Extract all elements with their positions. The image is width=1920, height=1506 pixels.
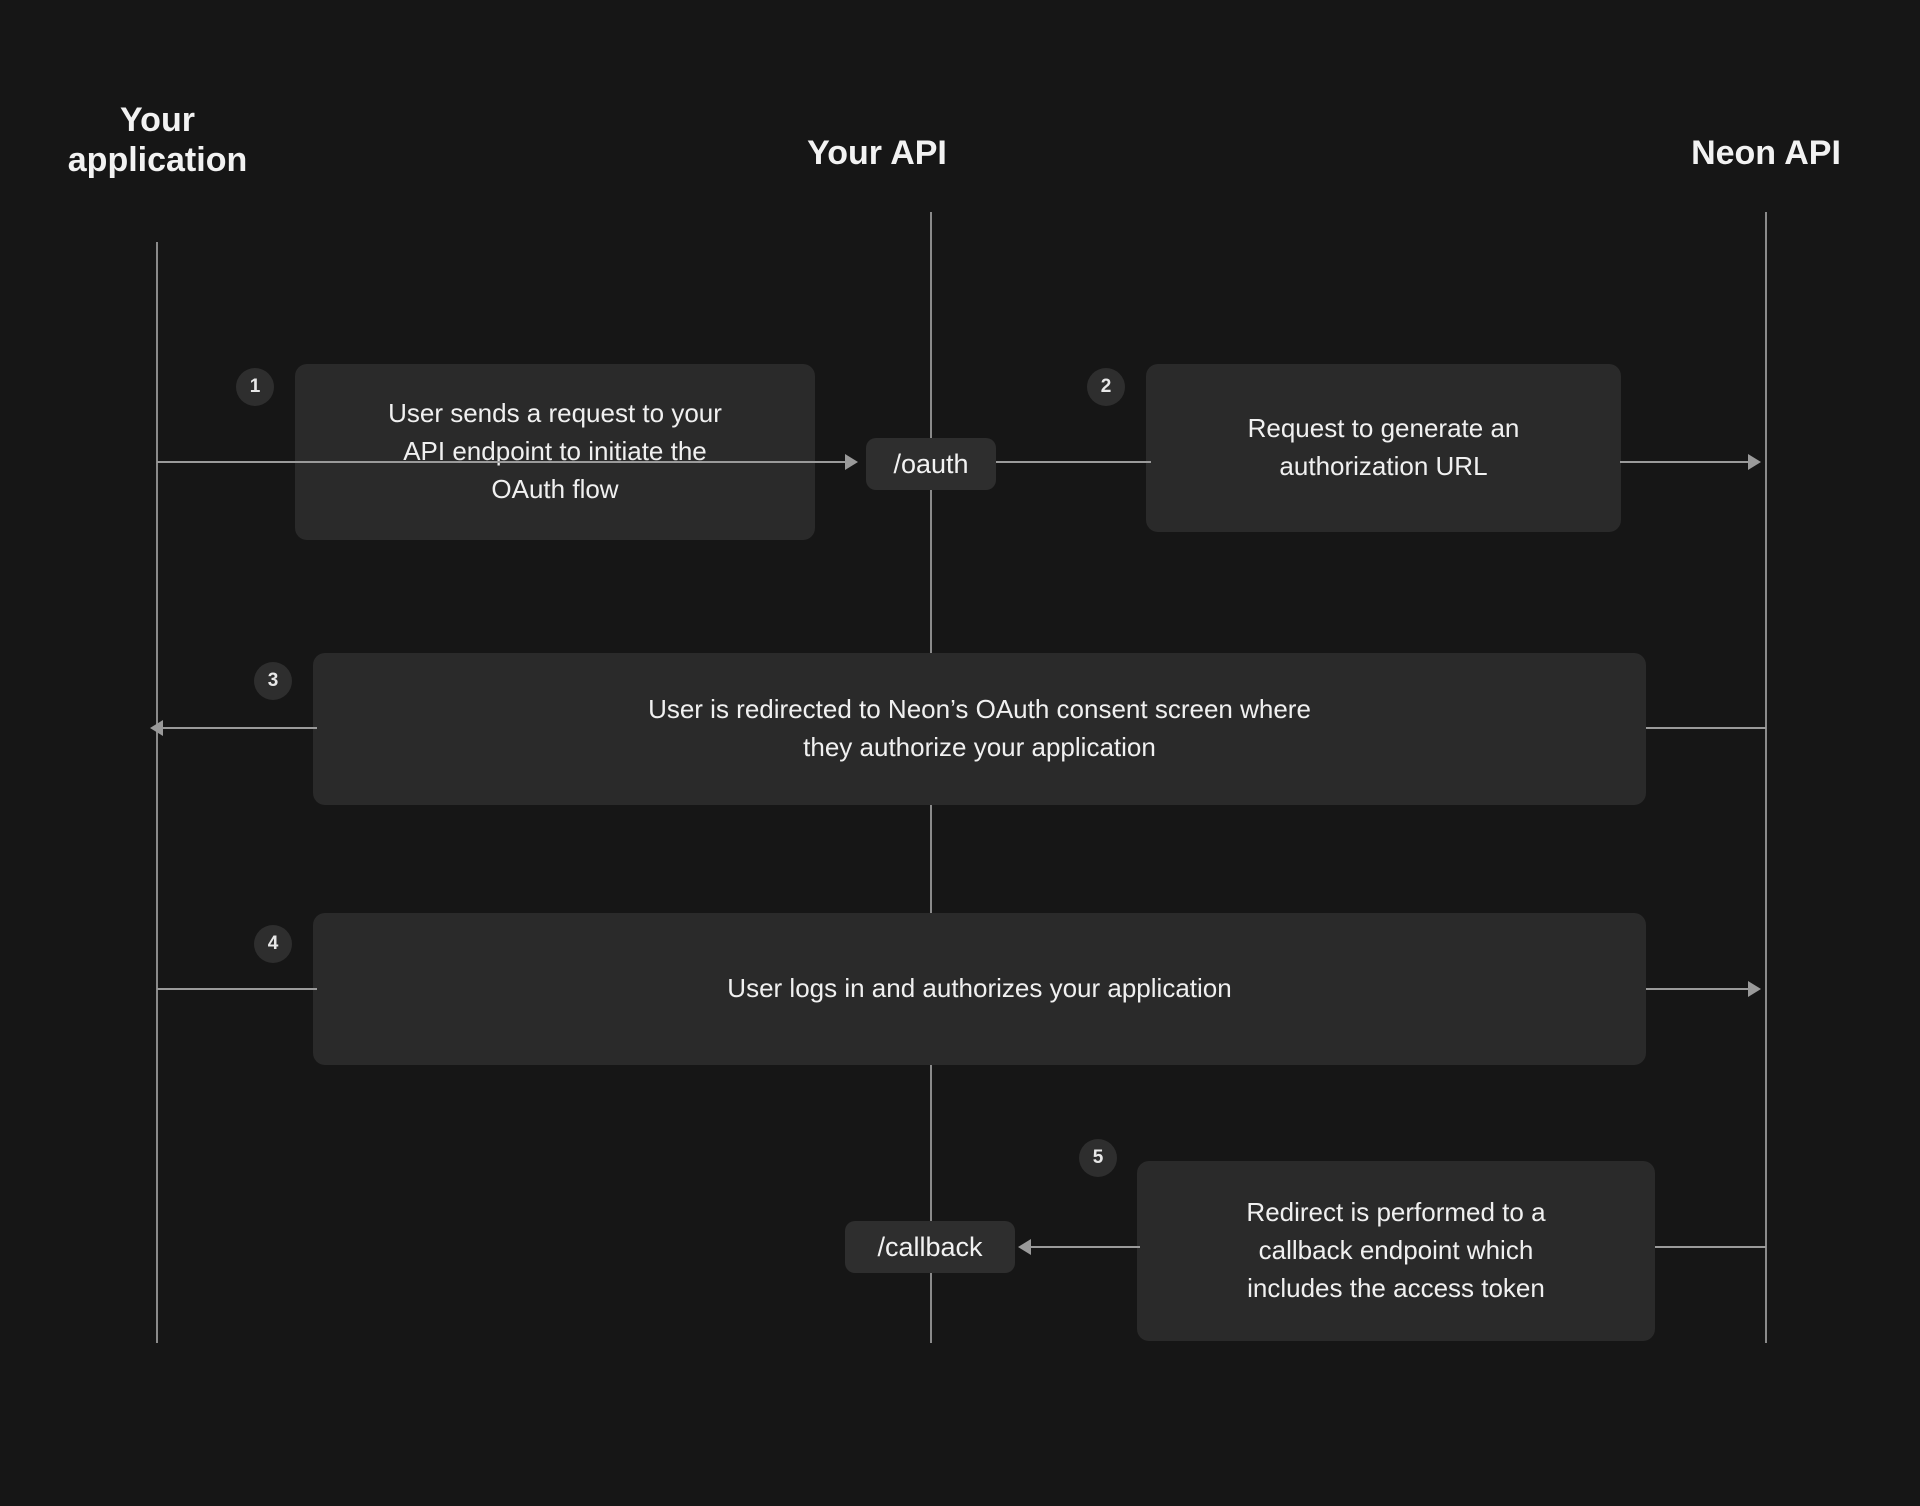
arrowhead-step-1 — [845, 454, 858, 470]
arrowhead-step-3 — [150, 720, 163, 736]
step-badge-1: 1 — [236, 368, 274, 406]
step-box-5: Redirect is performed to a callback endp… — [1137, 1161, 1655, 1341]
connector-step-5-in — [1655, 1246, 1766, 1248]
connector-step-5-out — [1030, 1246, 1140, 1248]
callback-endpoint-pill[interactable]: /callback — [845, 1221, 1015, 1273]
step-text-2: Request to generate an authorization URL — [1247, 413, 1520, 481]
step-text-5: Redirect is performed to a callback endp… — [1246, 1197, 1546, 1303]
arrowhead-step-2 — [1748, 454, 1761, 470]
connector-step-1-in — [157, 461, 847, 463]
step-badge-5: 5 — [1079, 1139, 1117, 1177]
callback-endpoint-label: /callback — [877, 1231, 983, 1262]
step-box-1: User sends a request to your API endpoin… — [295, 364, 815, 540]
step-box-4: User logs in and authorizes your applica… — [313, 913, 1646, 1065]
step-box-3: User is redirected to Neon’s OAuth conse… — [313, 653, 1646, 805]
connector-step-3-out — [162, 727, 317, 729]
lifeline-label-neon-api: Neon API — [1691, 134, 1841, 172]
oauth-endpoint-label: /oauth — [893, 448, 969, 479]
connector-step-3-in — [1646, 727, 1766, 729]
lifeline-label-your-api: Your API — [807, 134, 947, 172]
connector-step-4-out — [1646, 988, 1750, 990]
step-badge-4: 4 — [254, 925, 292, 963]
connector-step-4-in — [157, 988, 317, 990]
step-text-4: User logs in and authorizes your applica… — [727, 973, 1232, 1004]
step-text-1: User sends a request to your API endpoin… — [388, 398, 722, 504]
step-badge-3: 3 — [254, 662, 292, 700]
lifeline-your-application — [156, 242, 158, 1343]
lifeline-neon-api — [1765, 212, 1767, 1343]
oauth-endpoint-pill[interactable]: /oauth — [866, 438, 996, 490]
lifeline-label-your-application: Your application — [67, 101, 248, 180]
connector-step-2-in — [996, 461, 1151, 463]
step-badge-2: 2 — [1087, 368, 1125, 406]
arrowhead-step-5 — [1018, 1239, 1031, 1255]
arrowhead-step-4 — [1748, 981, 1761, 997]
step-text-3: User is redirected to Neon’s OAuth conse… — [648, 694, 1311, 762]
connector-step-2-out — [1620, 461, 1750, 463]
step-box-2: Request to generate an authorization URL — [1146, 364, 1621, 532]
